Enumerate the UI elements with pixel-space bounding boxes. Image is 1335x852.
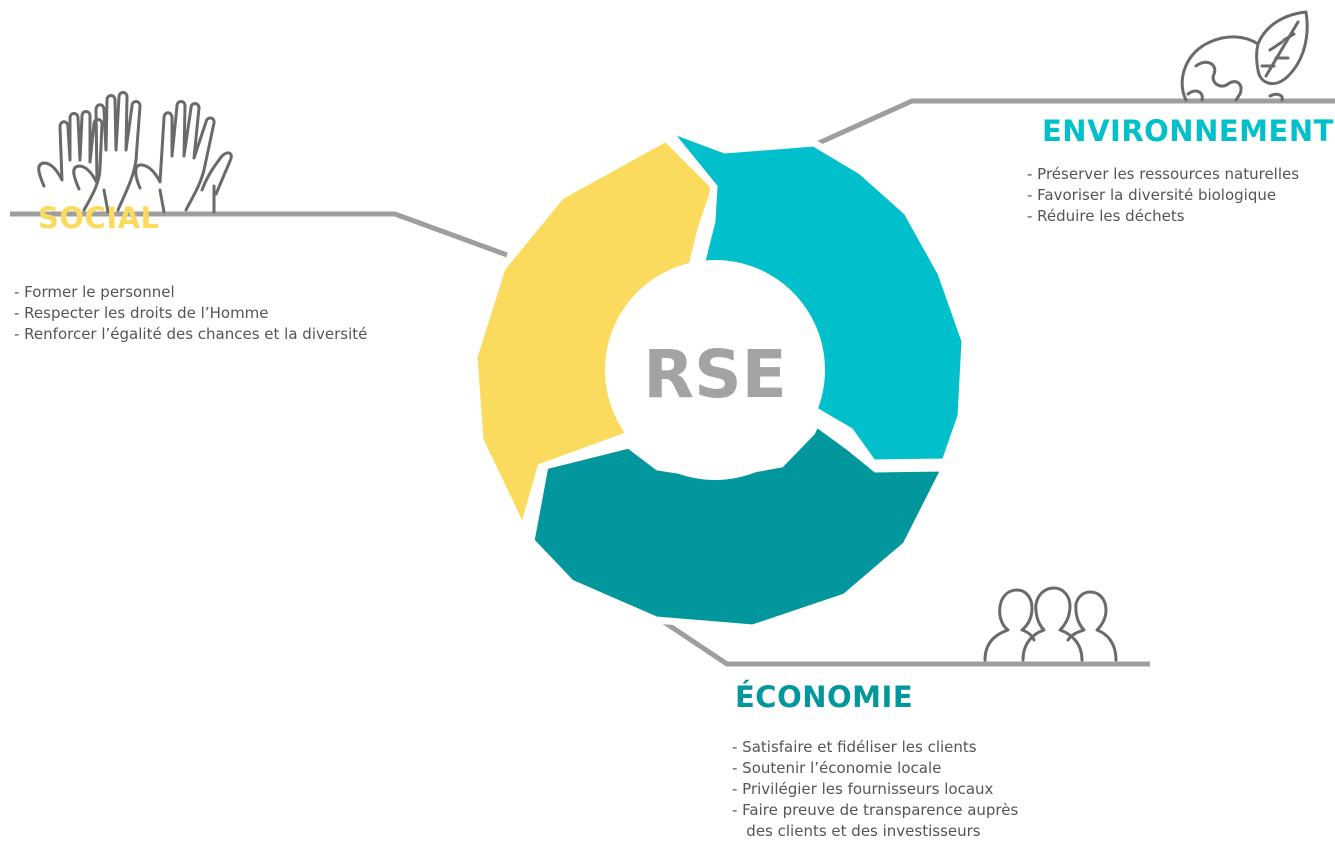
list-item: - Préserver les ressources naturelles [1027,165,1300,183]
social-title: SOCIAL [38,201,160,235]
social-connector [10,211,508,258]
environnement-connector [810,98,1335,149]
list-item: - Faire preuve de transparence auprès [732,801,1019,819]
economie-connector [656,615,1150,667]
list-item: - Réduire les déchets [1027,207,1185,225]
economie-title: ÉCONOMIE [735,680,914,714]
list-item: - Privilégier les fournisseurs locaux [732,780,994,798]
list-item: - Soutenir l’économie locale [732,759,942,777]
social-item-list: - Former le personnel - Respecter les dr… [14,282,367,345]
raised-hands-icon [37,91,233,214]
globe-leaf-icon [1180,10,1309,102]
connector-lines [10,98,1335,667]
list-item: - Former le personnel [14,283,175,301]
people-group-icon [983,586,1118,662]
list-item: - Favoriser la diversité biologique [1027,186,1277,204]
environnement-title: ENVIRONNEMENT [1042,114,1334,148]
list-item: des clients et des investisseurs [732,822,981,840]
center-label: RSE [643,336,787,413]
center-disc [605,260,825,480]
environnement-item-list: - Préserver les ressources naturelles - … [1027,164,1299,227]
list-item: - Renforcer l’égalité des chances et la … [14,325,368,343]
economie-item-list: - Satisfaire et fidéliser les clients - … [732,737,1018,842]
rse-cycle-ring [470,120,969,632]
list-item: - Respecter les droits de l’Homme [14,304,269,322]
list-item: - Satisfaire et fidéliser les clients [732,738,977,756]
